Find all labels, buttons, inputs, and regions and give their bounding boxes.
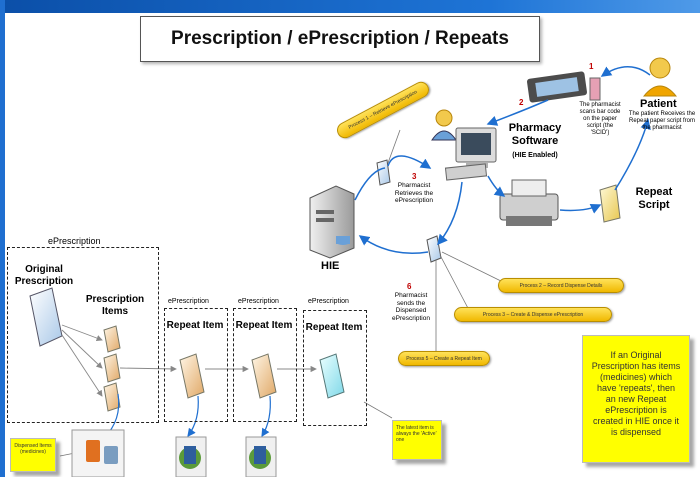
original-prescription-doc-icon — [29, 287, 63, 347]
arrow-software-to-dispensed — [437, 181, 463, 246]
arrow-original-to-item — [61, 334, 103, 397]
repeat-group-heading: ePrescription — [238, 298, 279, 305]
step-6-text: Pharmacist sends the Dispensed ePrescrip… — [392, 292, 430, 322]
repeat-group-box — [164, 308, 228, 422]
left-blue-bar — [0, 0, 5, 477]
repeat-group-heading: ePrescription — [308, 298, 349, 305]
medicine-icon — [175, 436, 207, 477]
connector-p3 — [439, 254, 471, 313]
medicine-icon — [245, 436, 277, 477]
patient-label: Patient — [640, 98, 677, 110]
repeat-item-label: Repeat Item — [305, 322, 363, 333]
repeat-group-box — [303, 310, 367, 426]
arrow-dispense — [187, 395, 199, 437]
arrow-original-to-item — [61, 324, 103, 342]
repeat-script-doc-icon — [599, 184, 621, 223]
dispensed-items-note: Dispensed Items (medicines) — [10, 438, 56, 472]
repeat-group-box — [233, 308, 297, 422]
arrow-repeat-to-patient — [614, 118, 651, 191]
hie-server-icon — [309, 185, 355, 259]
patient-text: The patient Receives the Repeat paper sc… — [628, 111, 696, 131]
paper-script-icon — [589, 77, 601, 101]
repeat-item-doc-icon — [179, 353, 205, 399]
arrow-printer-to-repeat — [559, 204, 602, 214]
prescription-items-label: Prescription Items — [85, 294, 145, 317]
arrow-patient-to-script — [600, 66, 651, 77]
connector-p1 — [387, 129, 401, 164]
dispensed-doc-icon — [426, 235, 442, 263]
page-title: Prescription / ePrescription / Repeats — [140, 16, 540, 62]
patient-icon — [642, 57, 678, 97]
connector-latest-note — [363, 401, 393, 419]
process-5-pill: Process 5 – Create a Repeat Item — [398, 351, 490, 366]
top-blue-bar — [0, 0, 700, 13]
arrow-original-to-item — [61, 329, 103, 369]
arrow-scan-to-software — [486, 99, 549, 126]
repeat-item-doc-icon — [319, 353, 345, 399]
step-3-text: Pharmacist Retrieves the ePrescription — [394, 182, 434, 204]
printer-icon — [499, 179, 559, 226]
arrow-dispensed-to-hie — [358, 235, 429, 255]
pharmacy-software-label: Pharmacy Software — [508, 122, 562, 147]
latest-item-note: The latest item is always the 'Active' o… — [392, 420, 442, 460]
eprescription-group-box — [7, 247, 159, 423]
repeat-item-label: Repeat Item — [166, 320, 224, 331]
medicine-icon — [71, 429, 125, 477]
repeat-group-heading: ePrescription — [168, 298, 209, 305]
step-2-number: 2 — [519, 98, 524, 107]
pharmacy-computer-icon — [431, 109, 497, 181]
process-3-pill: Process 3 – Create & Dispense ePrescript… — [454, 307, 612, 322]
hie-label: HIE — [321, 260, 340, 272]
step-1-text: The pharmacist scans bar code on the pap… — [579, 102, 621, 136]
barcode-scanner-icon — [527, 71, 587, 103]
prescription-item-doc-icon — [103, 353, 121, 383]
repeats-explanation-note: If an Original Prescription has items (m… — [582, 335, 690, 463]
arrow-hie-to-pharmacy — [354, 167, 386, 201]
step-1-number: 1 — [589, 62, 594, 71]
process-2-pill: Process 2 – Record Dispense Details — [498, 278, 624, 293]
repeat-item-label: Repeat Item — [235, 320, 293, 331]
prescription-item-doc-icon — [103, 325, 121, 353]
arrow-item-to-repeat — [119, 365, 177, 373]
original-prescription-label: Original Prescription — [14, 264, 74, 287]
arrow-retrieve — [387, 155, 432, 169]
hie-enabled-label: (HIE Enabled) — [512, 152, 558, 159]
step-3-number: 3 — [412, 172, 417, 181]
eprescription-group-heading: ePrescription — [48, 236, 101, 246]
connector-p2 — [441, 251, 506, 284]
repeat-item-doc-icon — [251, 353, 277, 399]
eprescription-doc-icon — [376, 159, 391, 186]
arrow-software-to-printer — [487, 175, 506, 197]
repeat-script-label: Repeat Script — [635, 186, 673, 211]
prescription-item-doc-icon — [103, 382, 121, 412]
step-6-number: 6 — [407, 282, 412, 291]
arrow-dispense — [261, 395, 271, 438]
